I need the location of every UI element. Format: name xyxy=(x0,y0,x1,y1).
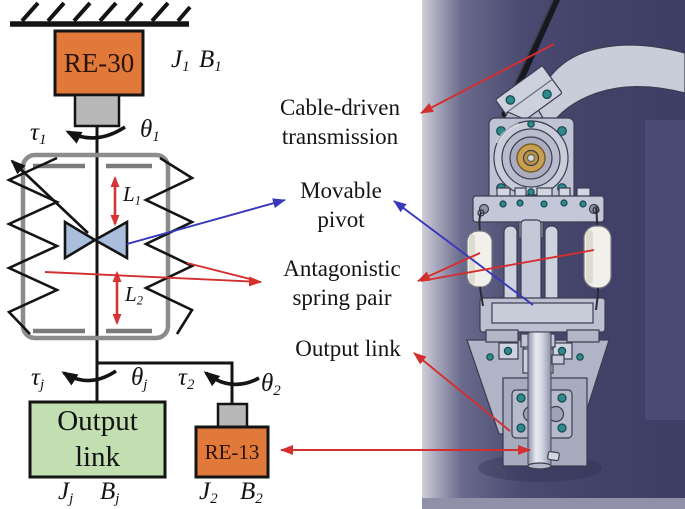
arrow-cable-label xyxy=(420,43,555,114)
label-theta1: θ1 xyxy=(140,116,160,146)
photo-light-band xyxy=(645,120,685,420)
output-text-2: link xyxy=(74,440,121,473)
label-B1: B1 xyxy=(199,46,222,76)
label-thetaj: θj xyxy=(131,364,148,394)
arrow-pivot-left xyxy=(126,198,286,245)
spring-frame xyxy=(20,152,171,341)
label-tau1: τ1 xyxy=(30,119,47,149)
re13-text: RE-13 xyxy=(204,439,260,464)
arrow-springs-left-b xyxy=(186,262,259,282)
annotation-output-link: Output link xyxy=(295,336,401,361)
cad-photo xyxy=(422,0,685,509)
photo-bottom-strip xyxy=(422,498,685,509)
spring-right xyxy=(142,156,196,335)
re30-box xyxy=(53,29,145,97)
label-theta2: θ2 xyxy=(261,370,281,400)
cable-direction-arrow xyxy=(10,159,89,234)
annotation-arrows xyxy=(44,43,595,455)
re30-text: RE-30 xyxy=(63,47,135,78)
output-shaft xyxy=(527,331,552,467)
label-L1: L1 xyxy=(123,182,141,208)
branch-shaft xyxy=(97,361,234,406)
output-text-1: Output xyxy=(57,405,138,438)
label-B2: B2 xyxy=(240,478,263,508)
arrow-springs-right-a xyxy=(417,252,481,282)
label-L2: L2 xyxy=(125,282,143,308)
length-arrows xyxy=(110,176,122,325)
cable-bracket xyxy=(495,65,563,128)
arrow-springs-right-b xyxy=(420,249,595,282)
coupling-2 xyxy=(216,402,249,429)
arrow-pivot-right xyxy=(393,200,534,306)
label-tau2: τ2 xyxy=(178,364,195,394)
label-Bj: Bj xyxy=(100,478,120,508)
output-link-box-label: Output link xyxy=(30,402,165,477)
spring-left xyxy=(5,156,61,335)
arrow-springs-left-a xyxy=(44,271,262,287)
label-J2: J2 xyxy=(199,478,218,508)
pivot-bowtie xyxy=(63,219,129,261)
upper-plate xyxy=(472,195,605,223)
rotation-arrows xyxy=(61,125,260,387)
arrow-output-label xyxy=(413,352,511,432)
label-tauj: τj xyxy=(31,364,45,394)
coupling-1 xyxy=(73,93,121,128)
schematic xyxy=(5,1,270,479)
output-link-box xyxy=(28,400,167,479)
re13-motor-label: RE-13 xyxy=(196,427,268,477)
label-Jj: Jj xyxy=(58,478,74,508)
frame-plates xyxy=(33,163,152,334)
annotation-cable-transmission: Cable-driven transmission xyxy=(279,95,401,149)
re13-box xyxy=(194,425,270,479)
label-J1: J1 xyxy=(171,46,190,76)
annotation-movable-pivot: Movable pivot xyxy=(300,178,382,232)
re30-motor-label: RE-30 xyxy=(55,31,143,95)
mechanism xyxy=(466,0,685,482)
arm-band xyxy=(534,44,685,131)
annotation-antagonistic-springs: Antagonistic spring pair xyxy=(283,256,401,310)
ground-hatch xyxy=(20,1,192,23)
